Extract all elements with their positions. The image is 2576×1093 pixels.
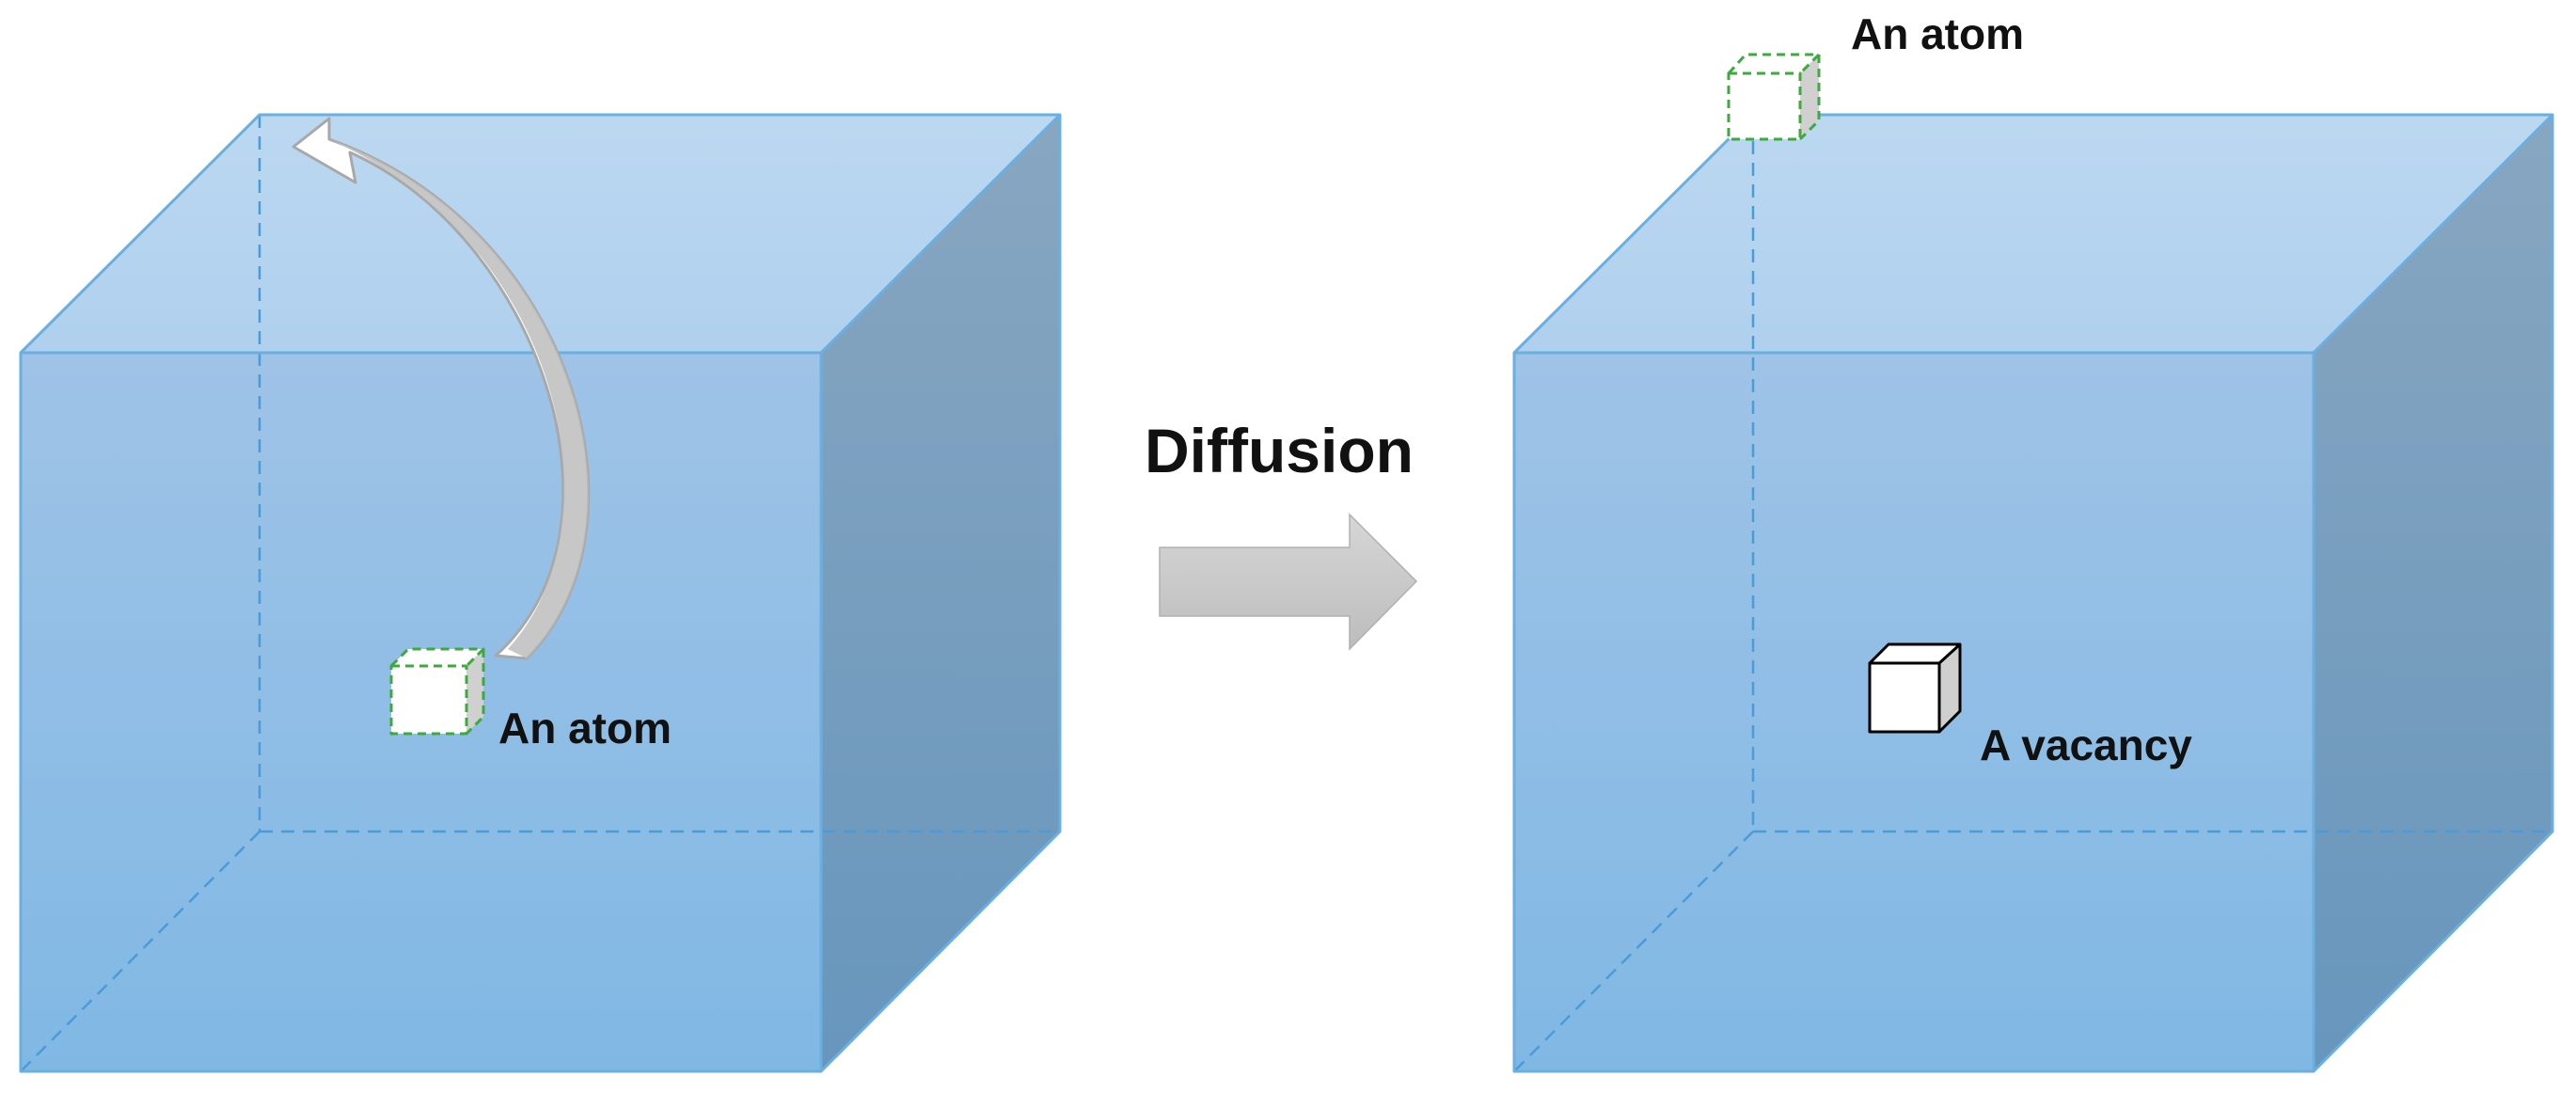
left-crystal-cube	[19, 113, 1062, 1073]
vacancy-icon	[1868, 642, 1962, 734]
right-atom-label: An atom	[1851, 9, 2024, 58]
right-cube-edges	[1512, 113, 2554, 1073]
left-cube-hidden-edges	[20, 115, 1060, 1072]
right-cube-top-face	[1514, 115, 2552, 353]
curved-arrow-shadow	[329, 139, 589, 658]
process-title: Diffusion	[1145, 416, 1414, 485]
right-arrow-icon	[1159, 513, 1418, 651]
left-atom-icon	[389, 647, 485, 736]
vacancy-label: A vacancy	[1980, 721, 2192, 769]
right-atom-icon	[1727, 53, 1821, 141]
left-atom-label: An atom	[498, 704, 672, 752]
right-cube-hidden-edges	[1513, 141, 2552, 1072]
left-cube-top-face	[21, 115, 1060, 353]
right-crystal-cube	[1512, 113, 2554, 1073]
